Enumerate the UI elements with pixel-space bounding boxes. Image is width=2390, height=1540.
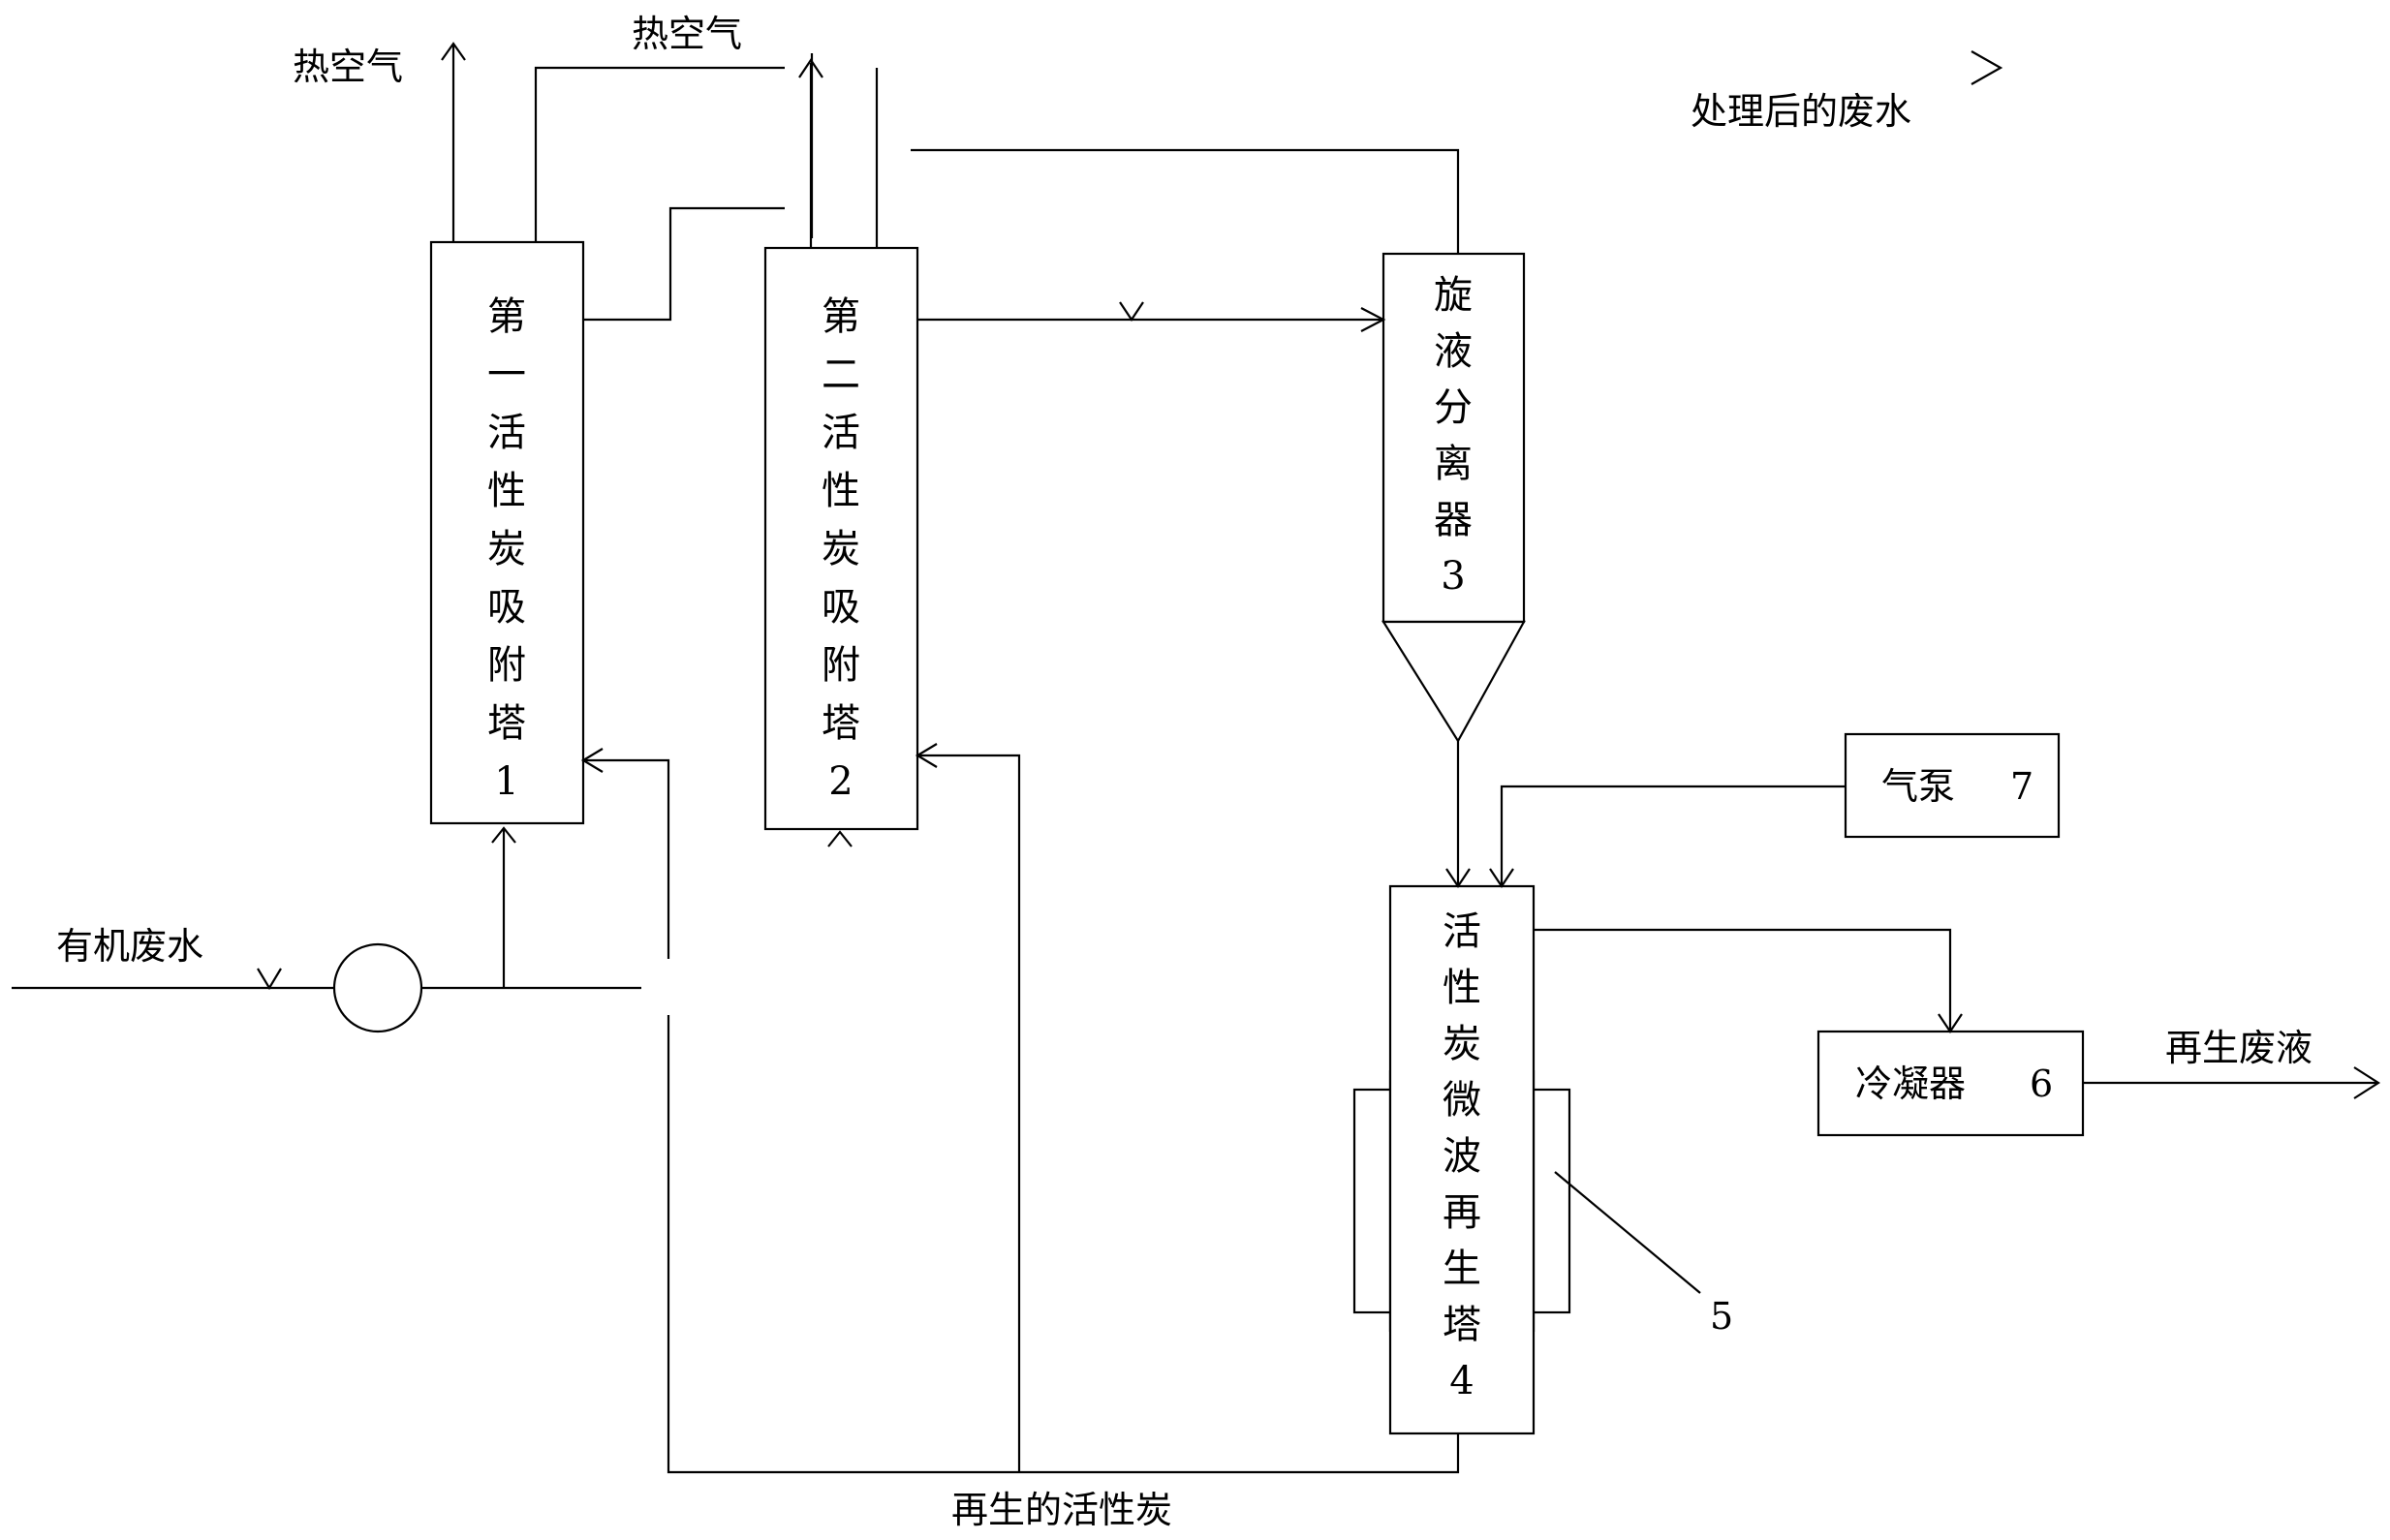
vertical-char: 3 xyxy=(1441,554,1465,599)
vertical-char: 活 xyxy=(822,411,860,455)
vertical-char: 活 xyxy=(487,411,526,455)
air-pump-number: 7 xyxy=(2010,765,2033,808)
tower-1-box xyxy=(429,240,585,825)
vertical-char: 旋 xyxy=(1434,273,1473,318)
vertical-char: 二 xyxy=(822,353,860,397)
separator-cone xyxy=(1381,620,1526,744)
vertical-char: 附 xyxy=(487,643,526,688)
regen-waste-liquid-label: 再生废液 xyxy=(2165,1027,2312,1069)
regenerated-carbon-label: 再生的活性炭 xyxy=(951,1489,1172,1531)
vertical-char: 性 xyxy=(822,469,860,513)
hot-air-label-1: 热空气 xyxy=(293,46,403,88)
vertical-char: 塔 xyxy=(1443,1303,1481,1347)
vertical-char: 微 xyxy=(1443,1078,1481,1123)
vertical-char: 炭 xyxy=(1443,1022,1481,1066)
vertical-char: 2 xyxy=(828,759,853,804)
treated-water-line xyxy=(534,66,785,242)
vertical-char: 性 xyxy=(487,469,526,513)
tower-2-box xyxy=(763,246,919,831)
vertical-char: 一 xyxy=(487,353,526,397)
pump-circle xyxy=(332,942,423,1033)
pump-to-regen xyxy=(1500,785,1846,886)
regen-tower-inner xyxy=(1390,1070,1534,1332)
vertical-char: 再 xyxy=(1443,1190,1481,1235)
separator-box xyxy=(1381,252,1526,624)
regen-to-condenser xyxy=(1534,928,1952,1032)
air-pump-box xyxy=(1844,732,2061,839)
regenerated-carbon-line xyxy=(667,1015,1460,1474)
vertical-char: 离 xyxy=(1434,442,1473,486)
vertical-char: 塔 xyxy=(487,701,526,746)
vertical-char: 4 xyxy=(1449,1359,1474,1403)
vertical-char: 吸 xyxy=(822,585,860,630)
treated-water-label: 处理后的废水 xyxy=(1691,90,1911,133)
hot-air-label-2: 热空气 xyxy=(632,13,742,55)
vertical-char: 附 xyxy=(822,643,860,688)
microwave-number: 5 xyxy=(1710,1295,1733,1338)
vertical-char: 吸 xyxy=(487,585,526,630)
air-pump-label: 气泵 xyxy=(1881,765,1955,808)
vertical-char: 波 xyxy=(1443,1134,1481,1179)
vertical-char: 活 xyxy=(1443,909,1481,954)
vertical-char: 生 xyxy=(1443,1247,1481,1291)
condenser-label: 冷凝器 xyxy=(1855,1063,1966,1105)
leader-5 xyxy=(1554,1171,1701,1294)
tower1-outlet xyxy=(583,206,785,322)
vertical-char: 第 xyxy=(822,294,860,339)
vertical-char: 炭 xyxy=(487,527,526,571)
organic-wastewater-label: 有机废水 xyxy=(56,925,203,968)
vertical-char: 分 xyxy=(1434,385,1473,430)
vertical-char: 第 xyxy=(487,294,526,339)
bypass-line xyxy=(911,148,1460,254)
vertical-char: 器 xyxy=(1434,498,1473,542)
vertical-char: 炭 xyxy=(822,527,860,571)
condenser-box xyxy=(1816,1030,2085,1137)
condenser-number: 6 xyxy=(2030,1063,2053,1105)
vertical-char: 性 xyxy=(1443,966,1481,1010)
vertical-char: 塔 xyxy=(822,701,860,746)
vertical-char: 1 xyxy=(494,759,518,804)
vertical-char: 液 xyxy=(1434,329,1473,374)
